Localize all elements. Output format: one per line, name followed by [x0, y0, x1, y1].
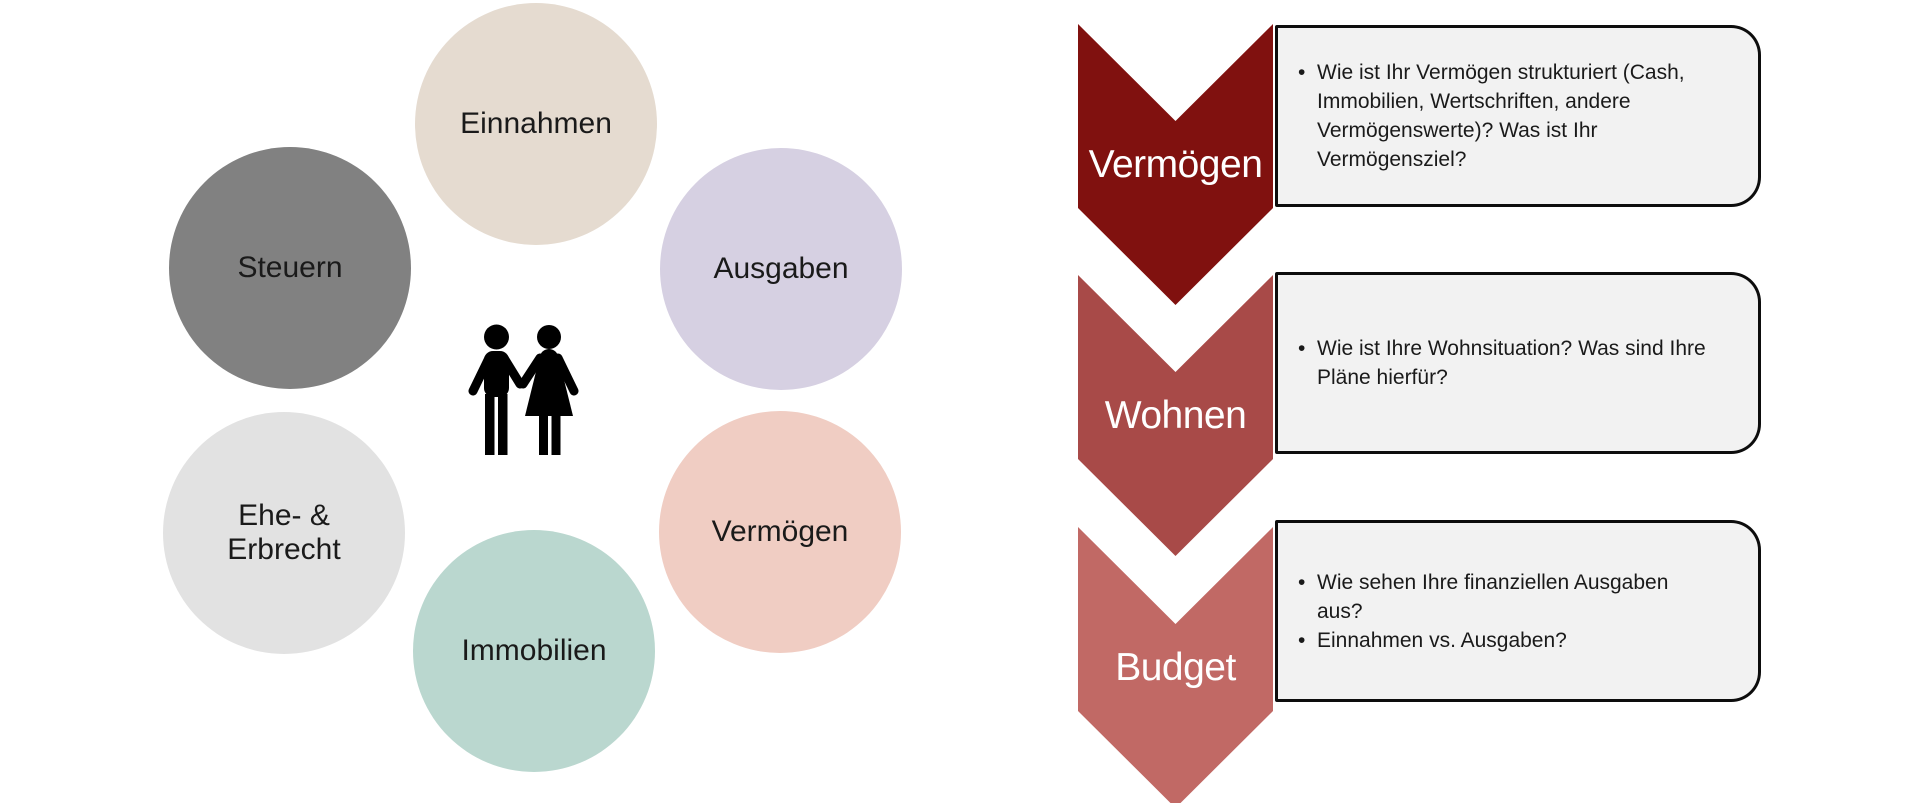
callout-vermoegen: • Wie ist Ihr Vermögen strukturiert (Cas… — [1275, 25, 1761, 207]
circle-ehe-erbrecht-label: Ehe- & Erbrecht — [227, 499, 341, 566]
chevron-vermoegen-label: Vermögen — [1088, 142, 1263, 186]
callout-budget: • Wie sehen Ihre finanziellen Ausgaben a… — [1275, 520, 1761, 702]
circle-einnahmen: Einnahmen — [415, 3, 657, 245]
chevron-wohnen — [1078, 275, 1273, 556]
circle-immobilien-label: Immobilien — [461, 634, 607, 667]
bullet-icon: • — [1298, 570, 1306, 594]
chevron-budget — [1078, 527, 1273, 803]
circle-ehe-erbrecht: Ehe- & Erbrecht — [163, 412, 405, 654]
circle-vermoegen: Vermögen — [659, 411, 901, 653]
chevron-budget-label: Budget — [1115, 645, 1236, 689]
callout-wohnen: • Wie ist Ihre Wohnsituation? Was sind I… — [1275, 272, 1761, 454]
callout-wohnen-body: • Wie ist Ihre Wohnsituation? Was sind I… — [1278, 334, 1712, 392]
chevron-down-shape — [1078, 527, 1273, 803]
chevron-vermoegen — [1078, 24, 1273, 305]
circle-ausgaben: Ausgaben — [660, 148, 902, 390]
couple-icon — [468, 324, 579, 455]
circle-vermoegen-label: Vermögen — [711, 515, 849, 548]
callout-wohnen-text: Wie ist Ihre Wohnsituation? Was sind Ihr… — [1317, 337, 1706, 389]
bullet-icon: • — [1298, 61, 1306, 84]
list-item: • Wie sehen Ihre finanziellen Ausgaben a… — [1298, 568, 1712, 626]
callout-budget-body: • Wie sehen Ihre finanziellen Ausgaben a… — [1278, 568, 1712, 655]
list-item: • Wie ist Ihr Vermögen strukturiert (Cas… — [1298, 58, 1712, 174]
chevron-down-shape — [1078, 24, 1273, 305]
circle-ausgaben-label: Ausgaben — [713, 252, 849, 285]
callout-budget-text-2: Einnahmen vs. Ausgaben? — [1317, 628, 1567, 652]
bullet-icon: • — [1298, 628, 1306, 652]
circle-steuern: Steuern — [169, 147, 411, 389]
circle-steuern-label: Steuern — [237, 251, 343, 284]
list-item: • Wie ist Ihre Wohnsituation? Was sind I… — [1298, 334, 1712, 392]
list-item: • Einnahmen vs. Ausgaben? — [1298, 626, 1712, 655]
chevron-down-shape — [1078, 275, 1273, 556]
chevron-wohnen-label: Wohnen — [1104, 393, 1247, 437]
circle-immobilien: Immobilien — [413, 530, 655, 772]
callout-vermoegen-body: • Wie ist Ihr Vermögen strukturiert (Cas… — [1278, 58, 1712, 174]
callout-vermoegen-text: Wie ist Ihr Vermögen strukturiert (Cash,… — [1317, 61, 1685, 171]
circle-einnahmen-label: Einnahmen — [460, 107, 612, 140]
bullet-icon: • — [1298, 337, 1306, 360]
cycle-diagram: Einnahmen Ausgaben Vermögen Immobilien E… — [163, 3, 902, 772]
callout-budget-text-1: Wie sehen Ihre finanziellen Ausgaben aus… — [1317, 570, 1669, 623]
